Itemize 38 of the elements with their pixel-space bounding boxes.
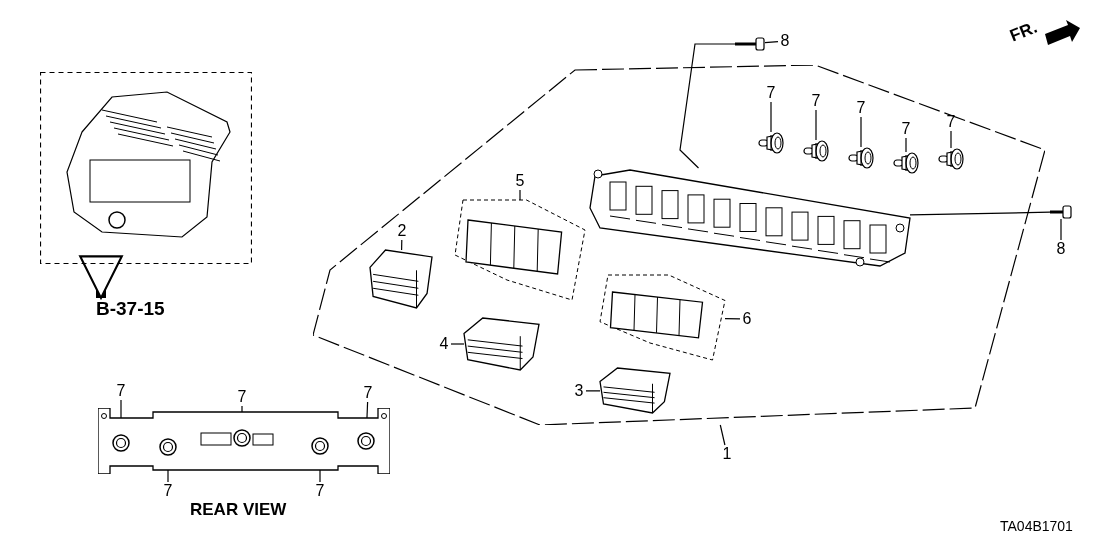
leader-line — [1060, 218, 1062, 241]
leader-line — [719, 424, 726, 446]
reference-arrow — [79, 255, 123, 300]
leader-line — [724, 318, 741, 320]
leader-line — [764, 41, 779, 44]
callout-number: 7 — [854, 99, 868, 117]
callout-number: 7 — [764, 84, 778, 102]
callout-number: 7 — [809, 92, 823, 110]
leader-line — [950, 130, 952, 149]
leader-line — [519, 189, 521, 201]
leader-line — [770, 101, 772, 133]
leader-line — [585, 390, 601, 392]
callout-number: 8 — [1054, 240, 1068, 258]
callout-number: 7 — [161, 482, 175, 500]
callout-number: 6 — [740, 310, 754, 328]
callout-number: 7 — [313, 482, 327, 500]
callout-number: 1 — [720, 445, 734, 463]
callout-number: 7 — [944, 113, 958, 131]
view-title: REAR VIEW — [190, 500, 287, 520]
callout-number: 7 — [361, 384, 375, 402]
leader-line — [450, 343, 465, 345]
callout-number: 4 — [437, 335, 451, 353]
callout-number: 8 — [778, 32, 792, 50]
direction-label: FR. — [1007, 17, 1041, 47]
leader-line — [909, 211, 1051, 216]
drawing-number: TA04B1701 — [1000, 518, 1073, 534]
callout-number: 7 — [235, 388, 249, 406]
leader-line — [679, 43, 736, 169]
callout-number: 2 — [395, 222, 409, 240]
leader-line — [401, 239, 403, 251]
callout-number: 7 — [899, 120, 913, 138]
callout-number: 7 — [114, 382, 128, 400]
reference-code: B-37-15 — [96, 298, 196, 320]
leader-line — [860, 116, 862, 148]
callout-number: 5 — [513, 172, 527, 190]
leader-line — [815, 109, 817, 141]
leader-line — [905, 137, 907, 153]
callout-number: 3 — [572, 382, 586, 400]
